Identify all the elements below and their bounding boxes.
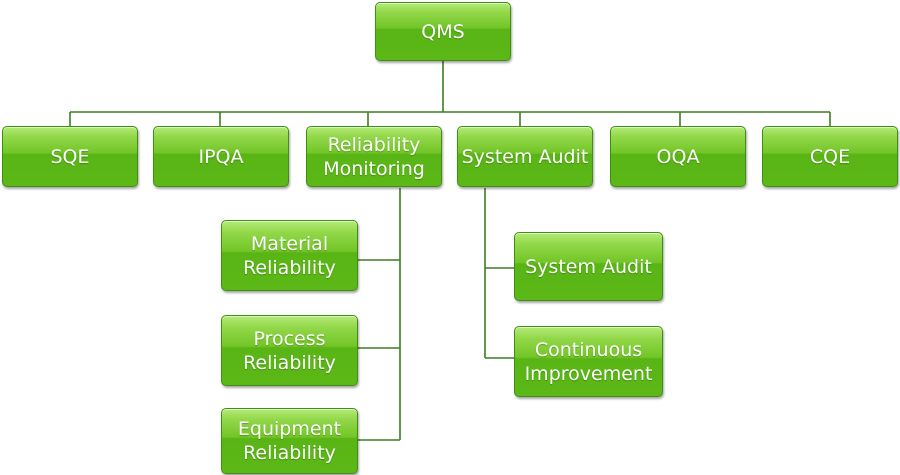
node-qms: QMS [375, 2, 511, 61]
node-continuous-improvement-label: Continuous Improvement [524, 338, 653, 385]
node-ipqa: IPQA [153, 126, 289, 187]
node-reliability-monitoring: Reliability Monitoring [306, 126, 442, 187]
node-equipment-reliability-label: Equipment Reliability [237, 418, 342, 464]
node-oqa-label: OQA [656, 145, 700, 168]
node-process-reliability-label: Process Reliability [243, 327, 336, 374]
node-process-reliability: Process Reliability [221, 315, 358, 386]
node-qms-label: QMS [421, 20, 465, 43]
node-material-reliability-label: Material Reliability [243, 232, 336, 279]
node-oqa: OQA [610, 126, 746, 187]
node-sqe-label: SQE [50, 145, 90, 168]
node-equipment-reliability: Equipment Reliability [221, 408, 358, 474]
node-sqe: SQE [2, 126, 138, 187]
node-system-audit: System Audit [457, 126, 593, 187]
node-sub-system-audit-label: System Audit [525, 255, 652, 278]
node-ipqa-label: IPQA [198, 145, 244, 168]
node-cqe-label: CQE [809, 145, 851, 168]
node-reliability-monitoring-label: Reliability Monitoring [323, 133, 425, 180]
node-sub-system-audit: System Audit [514, 232, 663, 301]
node-material-reliability: Material Reliability [221, 220, 358, 291]
node-continuous-improvement: Continuous Improvement [514, 326, 663, 397]
node-cqe: CQE [762, 126, 898, 187]
node-system-audit-label: System Audit [461, 145, 589, 168]
